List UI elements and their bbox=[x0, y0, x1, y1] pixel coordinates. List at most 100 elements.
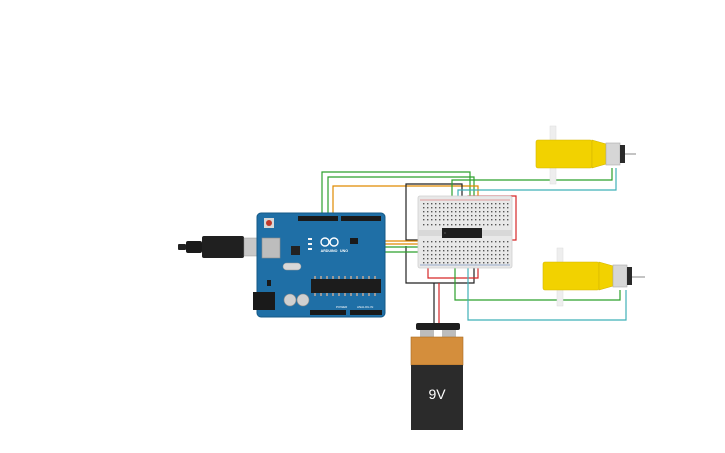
breadboard-hole bbox=[475, 241, 477, 243]
breadboard-hole bbox=[455, 211, 457, 213]
capacitor-2 bbox=[296, 293, 310, 307]
breadboard-hole bbox=[451, 258, 453, 260]
breadboard-hole bbox=[491, 250, 493, 252]
wire-motor-bottom-teal[interactable] bbox=[467, 262, 627, 321]
breadboard-hole bbox=[431, 224, 433, 226]
breadboard-hole bbox=[451, 241, 453, 243]
breadboard-hole bbox=[427, 224, 429, 226]
breadboard-hole bbox=[483, 219, 485, 221]
breadboard-hole bbox=[423, 258, 425, 260]
breadboard-hole bbox=[427, 246, 429, 248]
breadboard[interactable] bbox=[417, 195, 513, 269]
breadboard-hole bbox=[499, 254, 501, 256]
crystal bbox=[282, 262, 302, 271]
breadboard-hole bbox=[491, 246, 493, 248]
breadboard-hole bbox=[423, 262, 425, 264]
breadboard-hole bbox=[503, 215, 505, 217]
breadboard-hole bbox=[423, 250, 425, 252]
breadboard-hole bbox=[471, 262, 473, 264]
breadboard-hole bbox=[431, 254, 433, 256]
usb-cable[interactable] bbox=[178, 236, 265, 258]
breadboard-hole bbox=[483, 215, 485, 217]
wire-green-1[interactable] bbox=[321, 171, 471, 214]
dc-motor-bottom[interactable] bbox=[542, 247, 645, 307]
breadboard-hole bbox=[423, 254, 425, 256]
breadboard-hole bbox=[439, 203, 441, 205]
breadboard-hole bbox=[487, 224, 489, 226]
breadboard-hole bbox=[447, 262, 449, 264]
breadboard-hole bbox=[451, 254, 453, 256]
l293d-chip[interactable] bbox=[442, 228, 482, 238]
breadboard-hole bbox=[467, 241, 469, 243]
breadboard-hole bbox=[463, 246, 465, 248]
arduino-board[interactable]: ARDUINO UNO POWER ANALOG IN bbox=[253, 212, 386, 318]
breadboard-hole bbox=[503, 211, 505, 213]
breadboard-hole bbox=[443, 207, 445, 209]
breadboard-hole bbox=[439, 246, 441, 248]
breadboard-hole bbox=[475, 211, 477, 213]
breadboard-hole bbox=[451, 250, 453, 252]
wire-red-loop-2[interactable] bbox=[427, 260, 479, 279]
breadboard-hole bbox=[503, 246, 505, 248]
wire-black-bottom[interactable] bbox=[405, 246, 475, 284]
breadboard-hole bbox=[507, 215, 509, 217]
breadboard-hole bbox=[459, 258, 461, 260]
breadboard-hole bbox=[475, 215, 477, 217]
breadboard-hole bbox=[483, 246, 485, 248]
breadboard-hole bbox=[451, 224, 453, 226]
breadboard-hole bbox=[471, 258, 473, 260]
breadboard-hole bbox=[487, 207, 489, 209]
wire-motor-top-teal[interactable] bbox=[457, 168, 617, 198]
wire-motor-top-green[interactable] bbox=[451, 168, 613, 198]
breadboard-hole bbox=[455, 224, 457, 226]
breadboard-hole bbox=[483, 250, 485, 252]
analog-header bbox=[350, 310, 382, 315]
battery-9v[interactable]: 9V bbox=[410, 323, 464, 430]
breadboard-hole bbox=[495, 262, 497, 264]
breadboard-hole bbox=[447, 250, 449, 252]
breadboard-hole bbox=[471, 241, 473, 243]
digital-header-left bbox=[298, 216, 338, 221]
breadboard-hole bbox=[431, 258, 433, 260]
wire-green-2[interactable] bbox=[327, 176, 475, 214]
wire-black-top[interactable] bbox=[405, 183, 463, 241]
breadboard-hole bbox=[423, 207, 425, 209]
breadboard-hole bbox=[467, 224, 469, 226]
breadboard-hole bbox=[507, 258, 509, 260]
breadboard-hole bbox=[435, 219, 437, 221]
breadboard-hole bbox=[491, 203, 493, 205]
breadboard-hole bbox=[491, 262, 493, 264]
breadboard-hole bbox=[495, 219, 497, 221]
breadboard-hole bbox=[455, 241, 457, 243]
breadboard-hole bbox=[443, 211, 445, 213]
breadboard-hole bbox=[423, 211, 425, 213]
breadboard-hole bbox=[443, 262, 445, 264]
dc-motor-top[interactable] bbox=[535, 125, 636, 185]
breadboard-hole bbox=[507, 211, 509, 213]
breadboard-hole bbox=[455, 246, 457, 248]
breadboard-hole bbox=[431, 246, 433, 248]
breadboard-hole bbox=[459, 241, 461, 243]
breadboard-hole bbox=[439, 224, 441, 226]
arduino-model: UNO bbox=[340, 249, 348, 253]
breadboard-hole bbox=[459, 254, 461, 256]
breadboard-hole bbox=[499, 262, 501, 264]
breadboard-hole bbox=[439, 258, 441, 260]
wire-motor-bottom-green[interactable] bbox=[454, 266, 621, 301]
breadboard-hole bbox=[479, 219, 481, 221]
breadboard-hole bbox=[443, 254, 445, 256]
breadboard-hole bbox=[459, 224, 461, 226]
breadboard-hole bbox=[503, 262, 505, 264]
breadboard-hole bbox=[431, 262, 433, 264]
breadboard-hole bbox=[455, 203, 457, 205]
breadboard-hole bbox=[495, 246, 497, 248]
breadboard-hole bbox=[487, 219, 489, 221]
reset-button[interactable] bbox=[266, 220, 272, 226]
breadboard-hole bbox=[427, 203, 429, 205]
breadboard-hole bbox=[499, 207, 501, 209]
breadboard-hole bbox=[467, 250, 469, 252]
breadboard-hole bbox=[491, 207, 493, 209]
breadboard-hole bbox=[499, 203, 501, 205]
breadboard-hole bbox=[507, 219, 509, 221]
breadboard-hole bbox=[463, 207, 465, 209]
